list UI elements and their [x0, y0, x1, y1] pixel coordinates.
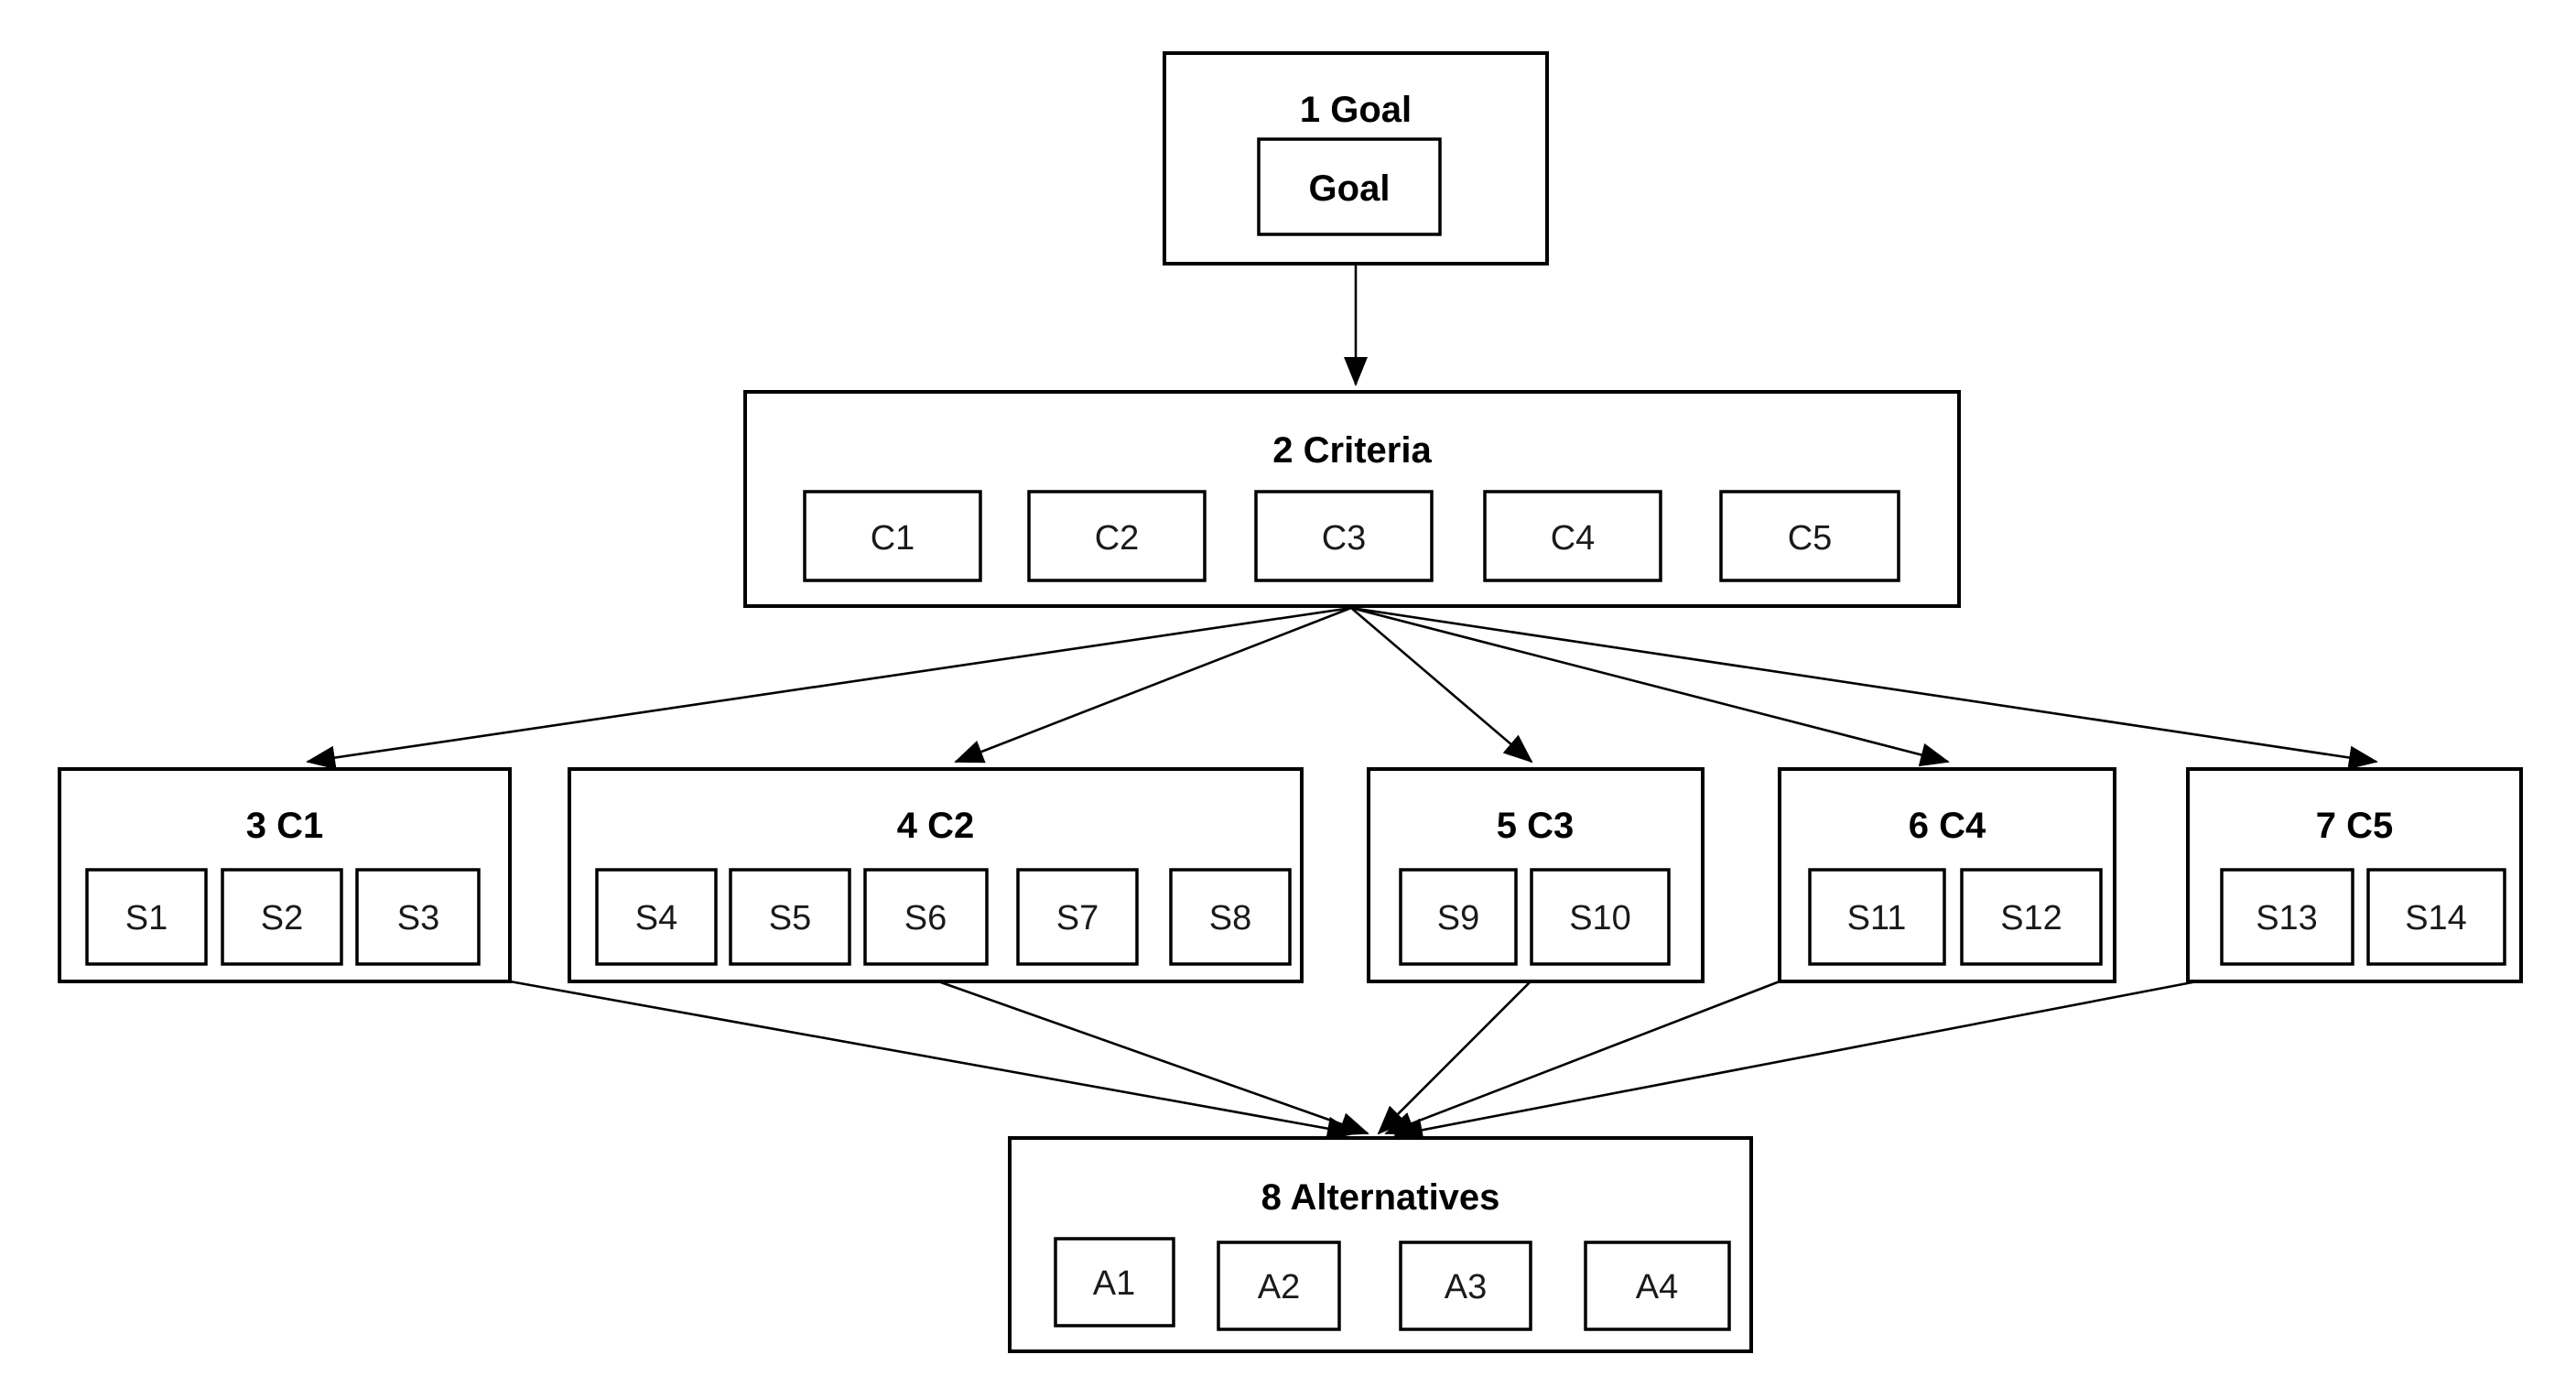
sub-box-s9	[1399, 868, 1518, 966]
sub-label-s6: S6	[904, 899, 947, 937]
sub-label-s11: S11	[1847, 899, 1907, 937]
node-c1-subcriteria: 3 C1 S1 S2 S3	[58, 767, 512, 983]
sub-box-s10	[1530, 868, 1671, 966]
edge-criteria-to-c1	[306, 606, 1352, 770]
criterion-box-c1	[803, 490, 982, 582]
c2-node-title: 4 C2	[897, 806, 975, 846]
sub-box-s8	[1169, 868, 1292, 966]
edge-criteria-to-c5	[1350, 606, 2378, 770]
edge-criteria-to-c4	[1350, 606, 1950, 767]
sub-box-s12	[1960, 868, 2103, 966]
edge-c2-to-alternatives	[937, 980, 1369, 1136]
criterion-label-c3: C3	[1322, 519, 1367, 558]
sub-label-s7: S7	[1056, 899, 1099, 937]
sub-box-s6	[863, 868, 989, 966]
criterion-box-c4	[1483, 490, 1662, 582]
sub-label-s3: S3	[397, 899, 439, 937]
goal-sub-label: Goal	[1309, 168, 1391, 209]
sub-box-s13	[2220, 868, 2354, 966]
edge-criteria-to-c3	[1350, 607, 1533, 764]
alternative-label-a3: A3	[1445, 1268, 1487, 1306]
node-c2-subcriteria: 4 C2 S4 S5 S6 S7 S8	[568, 767, 1304, 983]
alternative-box-a1	[1054, 1237, 1175, 1328]
criterion-label-c1: C1	[871, 519, 915, 558]
node-c3-subcriteria: 5 C3 S9 S10	[1367, 767, 1705, 983]
sub-label-s9: S9	[1437, 899, 1479, 937]
sub-box-s11	[1808, 868, 1946, 966]
sub-label-s10: S10	[1569, 899, 1631, 937]
alternative-label-a4: A4	[1636, 1268, 1678, 1306]
sub-box-s3	[355, 868, 481, 966]
sub-box-s7	[1016, 868, 1139, 966]
sub-label-s1: S1	[125, 899, 168, 937]
sub-label-s8: S8	[1209, 899, 1251, 937]
alternative-label-a2: A2	[1258, 1268, 1300, 1306]
alternative-box-a3	[1399, 1241, 1532, 1331]
edge-c1-to-alternatives	[509, 980, 1357, 1141]
sub-box-s4	[595, 868, 718, 966]
alternative-box-a2	[1217, 1241, 1341, 1331]
alternatives-node-title: 8 Alternatives	[1261, 1177, 1500, 1218]
edge-criteria-to-c2	[954, 606, 1352, 764]
node-c5-subcriteria: 7 C5 S13 S14	[2186, 767, 2523, 983]
criterion-box-c2	[1027, 490, 1207, 582]
alternative-label-a1: A1	[1093, 1264, 1135, 1303]
criteria-node-title: 2 Criteria	[1272, 430, 1432, 471]
node-alternatives: 8 Alternatives A1 A2 A3 A4	[1008, 1136, 1753, 1353]
alternative-box-a4	[1584, 1241, 1731, 1331]
c1-node-title: 3 C1	[246, 806, 324, 846]
criterion-label-c4: C4	[1551, 519, 1596, 558]
criterion-box-c3	[1254, 490, 1434, 582]
edge-c4-to-alternatives	[1384, 980, 1780, 1135]
sub-label-s4: S4	[635, 899, 677, 937]
goal-node-title: 1 Goal	[1300, 90, 1412, 130]
criterion-box-c5	[1719, 490, 1900, 582]
sub-label-s13: S13	[2256, 899, 2318, 937]
sub-label-s5: S5	[769, 899, 811, 937]
node-goal: 1 Goal Goal	[1163, 51, 1549, 266]
goal-sub-box	[1257, 137, 1442, 236]
sub-label-s14: S14	[2405, 899, 2467, 937]
c4-node-title: 6 C4	[1909, 806, 1986, 846]
sub-box-s2	[221, 868, 343, 966]
sub-label-s2: S2	[261, 899, 303, 937]
edge-c3-to-alternatives	[1377, 981, 1532, 1135]
c3-node-title: 5 C3	[1497, 806, 1575, 846]
c5-node-title: 7 C5	[2316, 806, 2394, 846]
sub-label-s12: S12	[2000, 899, 2062, 937]
criterion-label-c5: C5	[1788, 519, 1833, 558]
edge-c5-to-alternatives	[1393, 980, 2198, 1143]
sub-box-s1	[85, 868, 208, 966]
node-criteria: 2 Criteria C1 C2 C3 C4 C5	[743, 390, 1961, 608]
criterion-label-c2: C2	[1095, 519, 1140, 558]
node-c4-subcriteria: 6 C4 S11 S12	[1778, 767, 2116, 983]
sub-box-s5	[729, 868, 851, 966]
sub-box-s14	[2366, 868, 2506, 966]
